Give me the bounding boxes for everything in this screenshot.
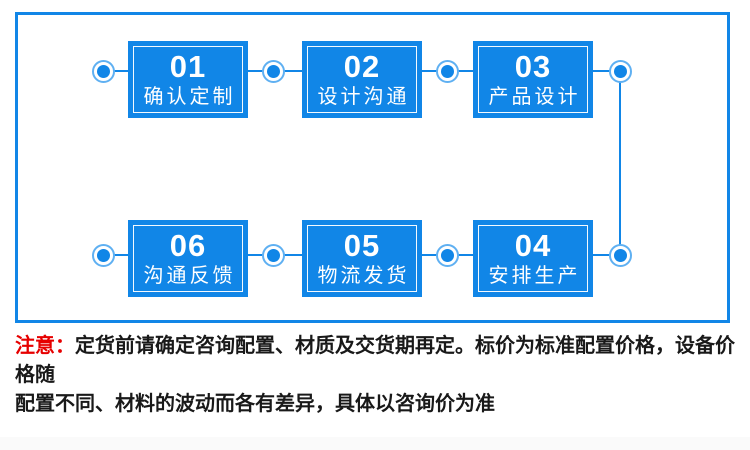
flow-step-03: 03 产品设计 [473, 41, 593, 118]
step-number: 01 [169, 49, 207, 84]
step-label: 沟通反馈 [143, 265, 236, 287]
connector-line [103, 254, 129, 256]
step-number: 04 [514, 228, 552, 263]
connector-node-dot [267, 65, 280, 78]
connector-node-dot [97, 249, 110, 262]
connector-node [436, 244, 459, 267]
connector-node [436, 60, 459, 83]
notice-label: 注意： [15, 335, 75, 357]
notice-text-line2: 配置不同、材料的波动而各有差异，具体以咨询价为准 [15, 393, 495, 415]
connector-node [609, 60, 632, 83]
flow-step-06: 06 沟通反馈 [128, 220, 248, 297]
flow-step-02: 02 设计沟通 [302, 41, 422, 118]
step-number: 06 [169, 228, 207, 263]
connector-node [92, 60, 115, 83]
connector-node-dot [441, 249, 454, 262]
connector-line [103, 70, 129, 72]
flow-step-01: 01 确认定制 [128, 41, 248, 118]
connector-node-dot [441, 65, 454, 78]
connector-node [92, 244, 115, 267]
step-label: 物流发货 [317, 265, 410, 287]
connector-node-dot [267, 249, 280, 262]
connector-node [609, 244, 632, 267]
flow-step-04: 04 安排生产 [473, 220, 593, 297]
diagram-frame [15, 12, 730, 323]
step-number: 02 [343, 49, 381, 84]
step-number: 03 [514, 49, 552, 84]
connector-node-dot [614, 65, 627, 78]
step-number: 05 [343, 228, 381, 263]
bottom-strip [0, 437, 750, 450]
notice-text-line1: 定货前请确定咨询配置、材质及交货期再定。标价为标准配置价格，设备价格随 [15, 335, 735, 386]
notice-paragraph: 注意：定货前请确定咨询配置、材质及交货期再定。标价为标准配置价格，设备价格随 配… [15, 332, 737, 419]
connector-node-dot [97, 65, 110, 78]
connector-line [593, 70, 620, 72]
connector-node-dot [614, 249, 627, 262]
connector-node [262, 244, 285, 267]
step-label: 确认定制 [143, 86, 236, 108]
step-label: 产品设计 [488, 86, 581, 108]
connector-line [593, 254, 620, 256]
flow-step-05: 05 物流发货 [302, 220, 422, 297]
connector-line-vertical [619, 71, 621, 255]
step-label: 安排生产 [488, 265, 581, 287]
step-label: 设计沟通 [317, 86, 410, 108]
connector-node [262, 60, 285, 83]
